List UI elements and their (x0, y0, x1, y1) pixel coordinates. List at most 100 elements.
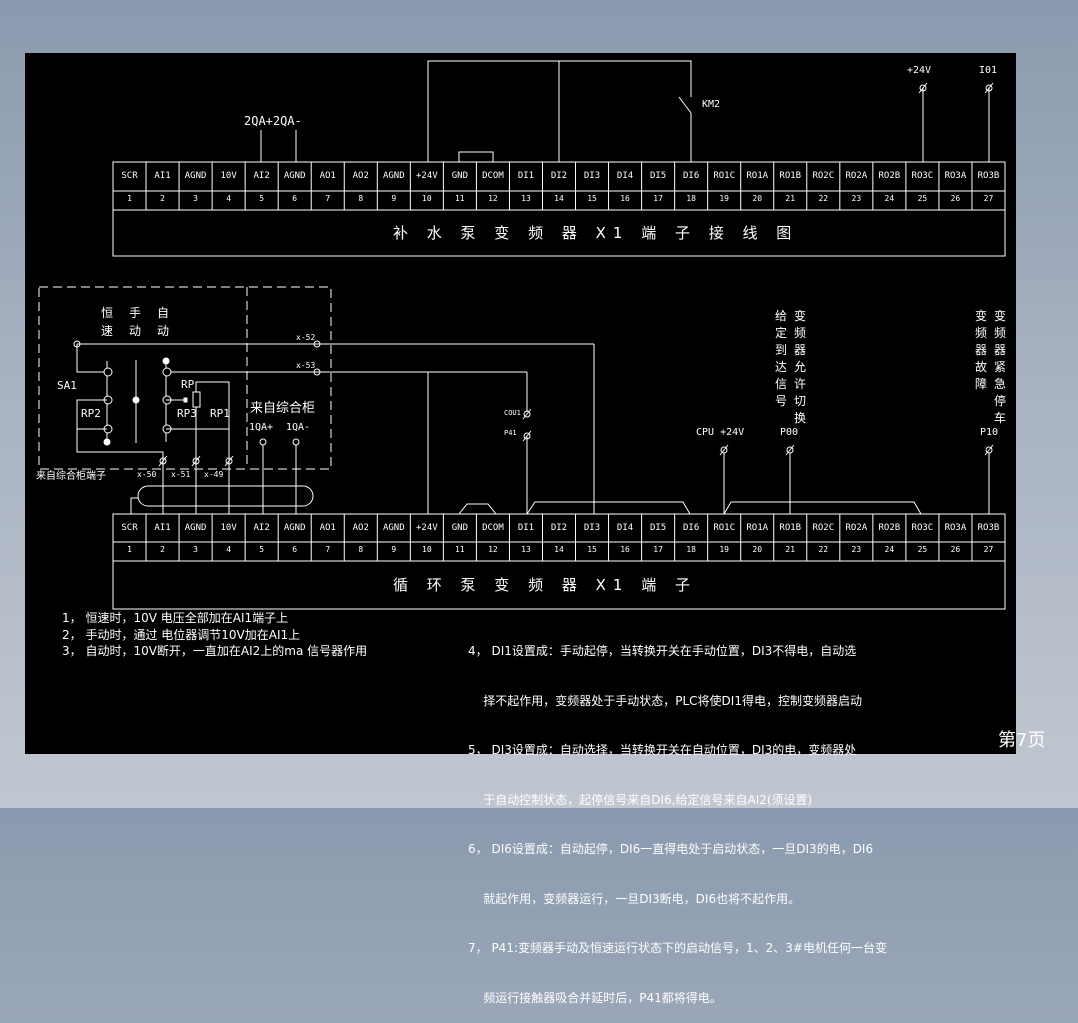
note-line: 频运行接触器吸合并延时后，P41都将得电。 (468, 990, 722, 1005)
terminal-name: AI1 (154, 171, 171, 181)
x49-label: x-49 (204, 470, 224, 479)
sa1-label: SA1 (57, 379, 77, 392)
terminal-name: DI2 (550, 523, 568, 533)
terminal-name: RO3A (944, 523, 967, 533)
vertical-char: 变 (993, 309, 1006, 323)
terminal-number: 23 (851, 194, 862, 203)
terminal-name: AI2 (253, 523, 270, 533)
vertical-char: 变 (793, 309, 806, 323)
terminal-number: 12 (488, 545, 498, 554)
panel-wiring (73, 340, 994, 515)
terminal-name: AGND (382, 171, 405, 181)
vertical-char: 障 (974, 377, 987, 391)
terminal-name: RO3C (911, 171, 934, 181)
page-number: 第7页 (998, 730, 1046, 751)
vertical-char: 频 (974, 326, 987, 340)
terminal-number: 13 (521, 194, 531, 203)
rp1-label: RP1 (210, 407, 230, 420)
terminal-number: 18 (686, 194, 696, 203)
vertical-char: 故 (974, 360, 987, 374)
terminal-name: AO1 (319, 171, 336, 181)
terminal-number: 3 (193, 194, 198, 203)
rp2-label: RP2 (81, 407, 101, 420)
terminal-name: RO2B (878, 523, 901, 533)
p10-label: P10 (980, 427, 999, 438)
terminal-number: 10 (422, 194, 432, 203)
notes-left: 1， 恒速时，10V 电压全部加在AI1端子上 2， 手动时，通过 电位器调节1… (62, 610, 367, 660)
terminal-number: 9 (391, 545, 397, 554)
vertical-char: 信 (774, 377, 787, 391)
terminal-name: DI5 (649, 523, 667, 533)
terminal-number: 16 (620, 545, 630, 554)
terminal-name: RO1B (779, 523, 802, 533)
top-terminal-block (112, 161, 1006, 257)
vertical-char: 频 (793, 326, 806, 340)
note-line: 于自动控制状态，起停信号来自DI6,给定信号来自AI2(须设置) (468, 792, 813, 807)
vertical-char: 定 (774, 326, 787, 340)
terminal-name: RO1C (713, 171, 736, 181)
terminal-name: RO3C (911, 523, 934, 533)
terminal-number: 17 (653, 545, 663, 554)
terminal-number: 15 (587, 545, 597, 554)
note-line: 7， P41:变频器手动及恒速运行状态下的启动信号，1、2、3#电机任何一台变 (468, 941, 887, 955)
note-line: 2， 手动时，通过 电位器调节10V加在AI1上 (62, 627, 301, 642)
terminal-number: 1 (127, 194, 132, 203)
terminal-number: 10 (422, 545, 432, 554)
qa-plus-label: 1QA+ (249, 422, 274, 433)
terminal-name: RO2C (812, 171, 835, 181)
terminal-name: AO2 (352, 523, 369, 533)
terminal-name: AI2 (253, 171, 270, 181)
x52-label: x-52 (296, 333, 316, 342)
terminal-name: SCR (121, 171, 138, 181)
terminal-number: 23 (851, 545, 862, 554)
from-cabinet-terminal-label: 来自综合柜端子 (36, 471, 106, 482)
terminal-number: 18 (686, 545, 696, 554)
terminal-number: 25 (917, 194, 928, 203)
terminal-number: 11 (455, 545, 465, 554)
terminal-number: 6 (292, 194, 298, 203)
vertical-char: 急 (993, 377, 1006, 391)
terminal-number: 19 (719, 545, 729, 554)
terminal-number: 12 (488, 194, 498, 203)
terminal-name: AO2 (352, 171, 369, 181)
terminal-number: 20 (752, 194, 763, 203)
vertical-char: 达 (774, 360, 787, 374)
terminal-name: +24V (416, 523, 438, 533)
rp-label: RP (181, 378, 195, 391)
bottom-terminal-block (112, 513, 1006, 610)
io1-label: I01 (979, 65, 998, 76)
terminal-name: RO2A (845, 171, 868, 181)
terminal-number: 8 (358, 545, 364, 554)
notes-right: 4， DI1设置成：手动起停，当转换开关在手动位置，DI3不得电，自动选 择不起… (468, 610, 887, 1023)
note-line: 3， 自动时，10V断开，一直加在AI2上的ma 信号器作用 (62, 644, 368, 658)
cpu-24v-label: CPU +24V (696, 427, 745, 438)
vertical-char: 号 (774, 394, 787, 408)
terminal-number: 22 (818, 545, 829, 554)
terminal-number: 1 (127, 545, 132, 554)
terminal-name: RO2A (845, 523, 868, 533)
terminal-name: RO1B (779, 171, 802, 181)
terminal-name: RO3B (977, 523, 1000, 533)
terminal-number: 14 (554, 545, 564, 554)
plus24v-label: +24V (907, 65, 932, 76)
terminal-number: 5 (259, 194, 265, 203)
terminal-number: 27 (983, 194, 994, 203)
terminal-number: 26 (950, 545, 961, 554)
terminal-number: 14 (554, 194, 564, 203)
terminal-number: 4 (226, 194, 232, 203)
terminal-number: 25 (917, 545, 928, 554)
terminal-name: 10V (220, 523, 237, 533)
terminal-name: DI1 (517, 523, 535, 533)
terminal-number: 7 (325, 545, 331, 554)
terminal-name: 10V (220, 171, 237, 181)
vertical-char: 停 (993, 394, 1006, 408)
terminal-name: DCOM (482, 523, 504, 533)
p00-desc-col2: 变频器允许切换 (793, 308, 807, 427)
qa-label: 2QA+2QA- (244, 114, 302, 128)
terminal-number: 6 (292, 545, 298, 554)
terminal-name: DI3 (583, 171, 601, 181)
note-line: 5， DI3设置成：自动选择，当转换开关在自动位置，DI3的电，变频器处 (468, 743, 857, 757)
terminal-name: DI1 (517, 171, 535, 181)
terminal-number: 2 (160, 194, 165, 203)
terminal-number: 16 (620, 194, 630, 203)
